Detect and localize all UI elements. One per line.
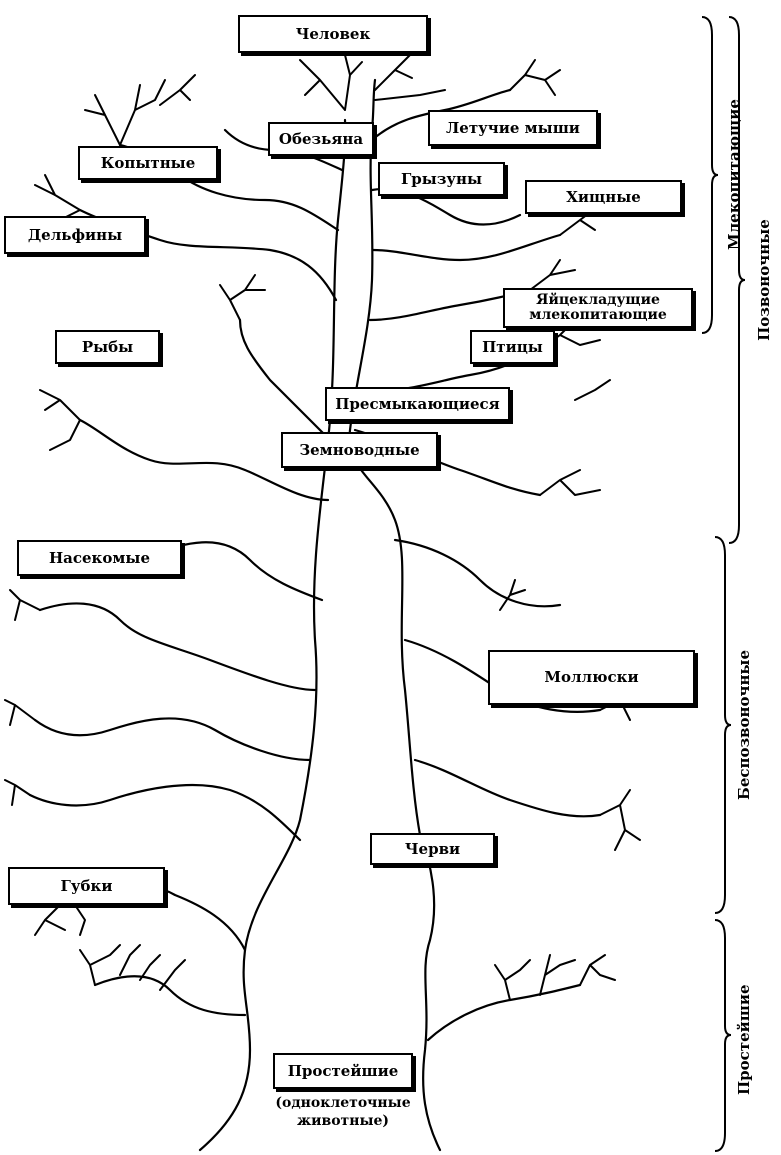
label-gubki: Губки — [8, 867, 165, 905]
label-yaytsekladushchie: Яйцекладущие млекопитающие — [503, 288, 693, 328]
group-mlekopitayushchie: Млекопитающие — [725, 100, 745, 250]
group-pozvonochnye: Позвоночные — [755, 215, 775, 345]
bracket-prosteyshie — [713, 918, 733, 1153]
label-zemnovodnye: Земноводные — [281, 432, 438, 468]
trunk-right-outline — [350, 80, 440, 1150]
twigs-insects — [5, 555, 80, 805]
prosteyshie-note: (одноклеточные животные) — [258, 1095, 428, 1130]
bracket-bespozvonochnye — [713, 535, 733, 915]
label-gryzuny: Грызуны — [378, 162, 505, 196]
label-kopytnye: Копытные — [78, 146, 218, 180]
label-presmykayushchiesya: Пресмыкающиеся — [325, 387, 510, 421]
label-khishchnye: Хищные — [525, 180, 682, 214]
twigs-protozoa-left — [80, 945, 185, 990]
twigs-sponges — [35, 905, 85, 935]
label-ryby: Рыбы — [55, 330, 160, 364]
twigs-molluscs — [500, 580, 640, 850]
prosteyshie-note-line2: животные) — [258, 1113, 428, 1131]
label-mollyuski: Моллюски — [488, 650, 695, 705]
branch-carnivores — [373, 235, 560, 260]
branch-protozoa-right — [428, 985, 580, 1040]
branch-fish-b — [240, 320, 330, 440]
branch-right-mid — [395, 540, 560, 606]
branch-left-low — [30, 785, 300, 840]
branch-right-low — [415, 760, 600, 816]
twigs-protozoa-right — [495, 955, 615, 1000]
group-prosteyshie: Простейшие — [735, 985, 755, 1095]
label-ptitsy: Птицы — [470, 330, 555, 364]
branch-insects-a — [40, 603, 315, 690]
label-letuchie-myshi: Летучие мыши — [428, 110, 598, 146]
group-bespozvonochnye: Беспозвоночные — [735, 645, 755, 805]
twigs-upper-right — [510, 60, 600, 290]
label-obezyana: Обезьяна — [268, 122, 374, 156]
label-delfiny: Дельфины — [4, 216, 146, 254]
label-chelovek: Человек — [238, 15, 428, 53]
bracket-pozvonochnye — [727, 15, 747, 545]
label-nasekomye: Насекомые — [17, 540, 182, 576]
label-chervi: Черви — [370, 833, 495, 865]
prosteyshie-note-line1: (одноклеточные — [258, 1095, 428, 1113]
trunk-left-outline — [200, 120, 345, 1150]
label-yaytsekladushchie-line1: Яйцекладущие — [536, 293, 660, 308]
label-prosteyshie: Простейшие — [273, 1053, 413, 1089]
branch-protozoa-left — [95, 976, 245, 1015]
bracket-mlekopitayushchie — [700, 15, 720, 335]
branch-left-mid — [35, 718, 310, 760]
label-yaytsekladushchie-line2: млекопитающие — [529, 308, 667, 323]
